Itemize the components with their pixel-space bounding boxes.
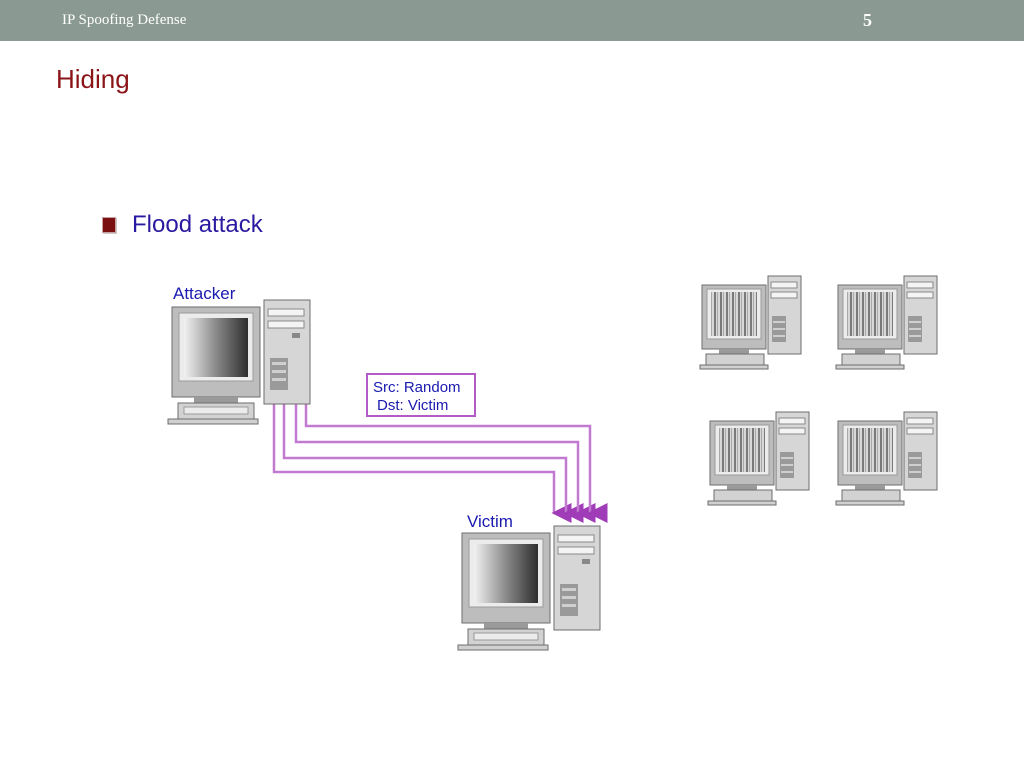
packet-dst: Dst: Victim — [377, 397, 449, 414]
host-computer-icon — [707, 411, 810, 506]
page-number: 5 — [863, 10, 872, 30]
bullet-square-icon — [102, 217, 116, 233]
bullet-text: Flood attack — [132, 211, 263, 238]
slide-header: IP Spoofing Defense 5 — [0, 0, 1024, 41]
host-computer-icon — [699, 275, 802, 370]
attacker-computer-icon — [167, 299, 311, 425]
packet-header-box: Src: Random Dst: Victim — [366, 373, 476, 417]
flow-line-4 — [304, 404, 608, 523]
flow-lines — [272, 404, 608, 523]
victim-computer-icon — [457, 525, 601, 651]
host-computer-icon — [835, 275, 938, 370]
attacker-label: Attacker — [173, 284, 236, 303]
flow-line-2 — [282, 404, 584, 523]
bullet-item: Flood attack — [102, 211, 263, 239]
flow-line-3 — [294, 404, 596, 523]
flow-line-1 — [272, 404, 572, 523]
slide-title: Hiding — [56, 64, 130, 94]
packet-src: Src: Random — [373, 379, 461, 396]
victim-label: Victim — [467, 512, 513, 531]
host-computer-icon — [835, 411, 938, 506]
header-title: IP Spoofing Defense — [62, 12, 187, 28]
